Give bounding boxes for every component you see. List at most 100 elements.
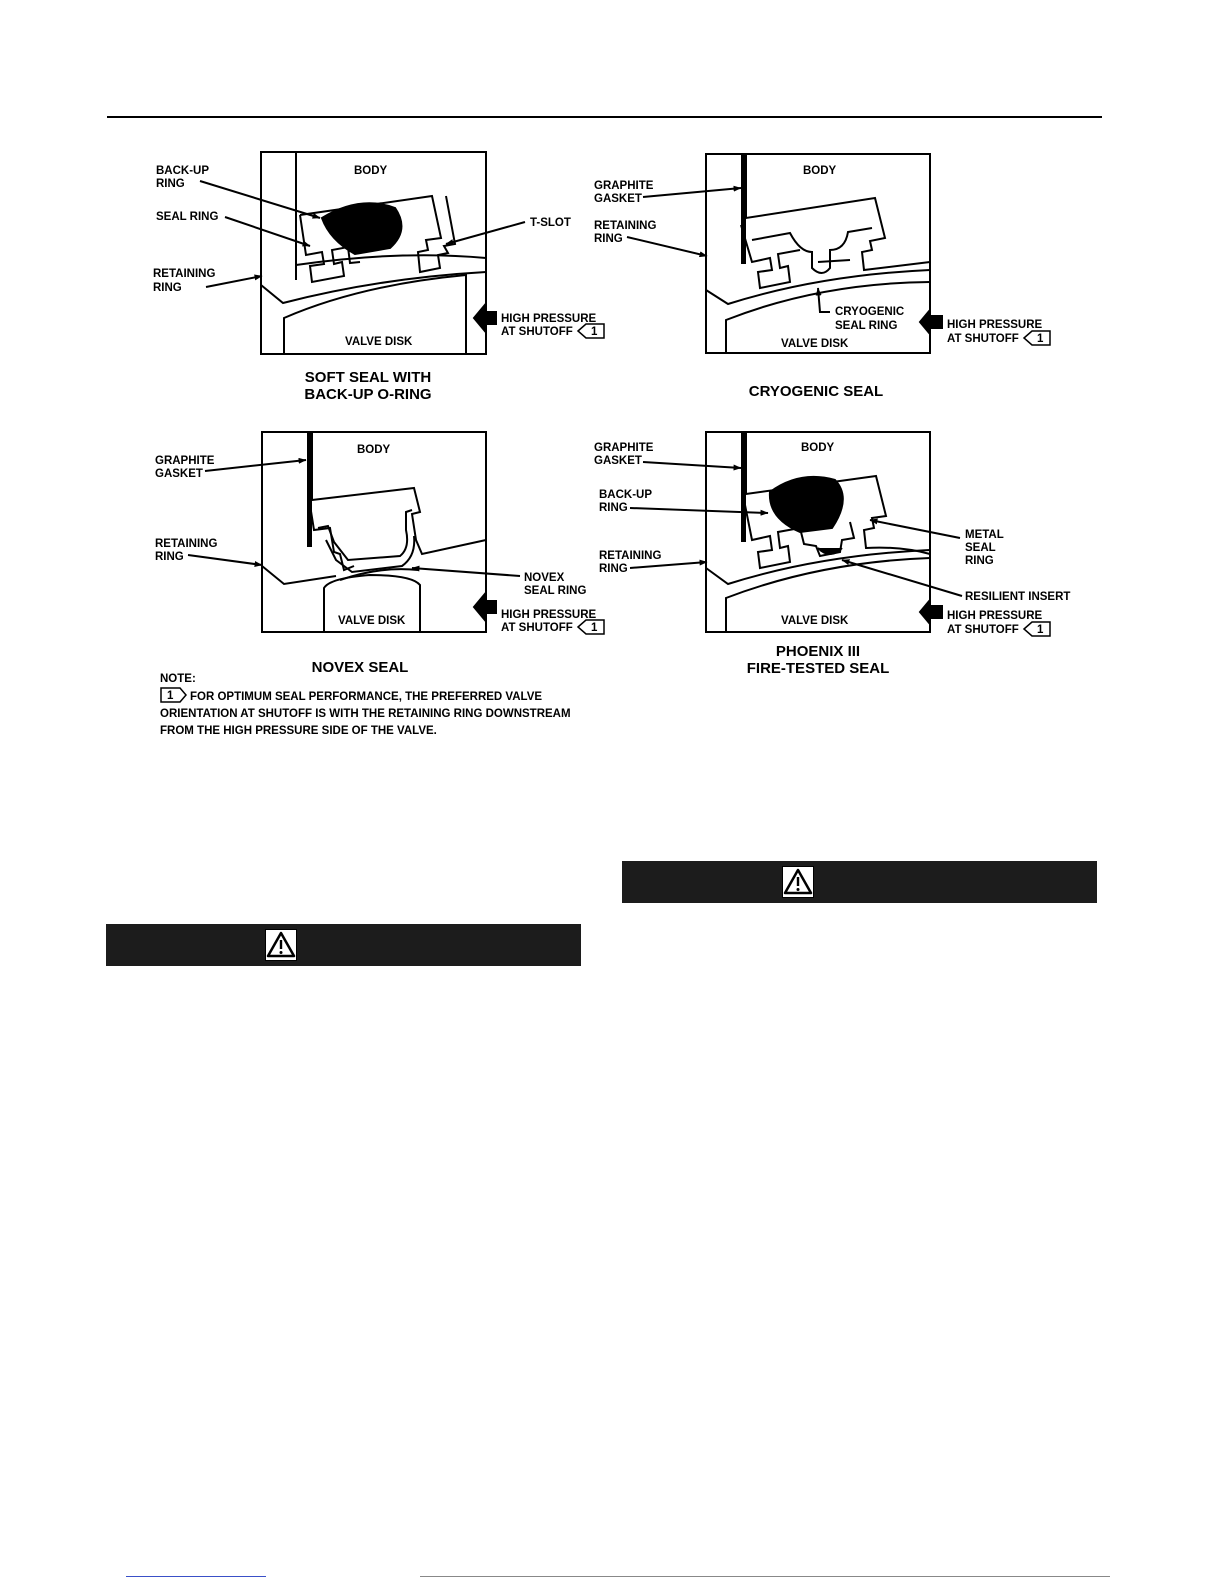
cryo-insert-mark [817,259,851,263]
soft-seal-caption-1: SOFT SEAL WITH [305,369,431,386]
soft-seal-body-lower [295,254,487,266]
phoenix-retaining-ring [705,549,931,586]
cryo-high-pressure-arrow [918,307,943,337]
novex-caption: NOVEX SEAL [312,659,409,676]
phoenix-note-marker [1022,621,1051,637]
cryo-hp-label-1: HIGH PRESSURE [947,319,1043,331]
phoenix-valve-disk-label: VALVE DISK [781,615,849,627]
novex-ring-label-2: SEAL RING [524,585,586,597]
phoenix-backup-label-1: BACK-UP [599,489,652,501]
novex-seal-left [309,504,355,572]
header-rule [107,116,1102,118]
novex-marker-num: 1 [591,622,598,634]
soft-seal-valve-disk [283,273,467,354]
soft-seal-labels: BODY BACK-UP RING SEAL RING T-SLOT RETAI… [153,165,598,403]
cryo-gasket-label-2: GASKET [594,193,642,205]
phoenix-frame [705,431,931,633]
phoenix-seal-labels: BODY GRAPHITE GASKET BACK-UP RING RETAIN… [594,442,1070,677]
phoenix-hp-label-2: AT SHUTOFF [947,624,1019,636]
phoenix-body-label: BODY [801,442,835,454]
note-line-1: FOR OPTIMUM SEAL PERFORMANCE, THE PREFER… [190,691,542,703]
cryo-body-outline [745,154,931,272]
soft-seal-frame [260,151,487,355]
soft-seal-hp-label-2: AT SHUTOFF [501,326,573,338]
phoenix-marker-num: 1 [1037,624,1044,636]
soft-seal-marker-num: 1 [591,326,598,338]
cryo-gasket-label-1: GRAPHITE [594,180,654,192]
phoenix-caption-2: FIRE-TESTED SEAL [747,660,890,677]
phoenix-metal-label-3: RING [965,555,994,567]
phoenix-hp-label-1: HIGH PRESSURE [947,610,1043,622]
cryo-note-marker [1022,330,1051,346]
cryogenic-seal-diagram [626,153,1051,354]
note-heading: NOTE: [160,673,196,685]
phoenix-metal-label-2: SEAL [965,542,996,554]
phoenix-backup-ring [768,475,844,534]
soft-seal-seal-ring-outline [299,194,457,274]
cryo-graphite-gasket [741,154,746,264]
soft-seal-t-slot-label: T-SLOT [530,217,571,229]
novex-valve-disk [323,573,421,632]
novex-seal-lip [339,568,419,581]
novex-frame [261,431,487,633]
cryo-valve-disk-label: VALVE DISK [781,338,849,350]
novex-hp-label-2: AT SHUTOFF [501,622,573,634]
soft-seal-retaining-label-2: RING [153,282,182,294]
novex-retaining-label-1: RETAINING [155,538,217,550]
novex-gasket-label-1: GRAPHITE [155,455,215,467]
soft-seal-valve-disk-label: VALVE DISK [345,336,413,348]
soft-seal-retaining-ring [260,271,487,305]
phoenix-resilient-insert [817,547,843,555]
note-line-2: ORIENTATION AT SHUTOFF IS WITH THE RETAI… [160,708,571,720]
cryo-cryogenic-ring [751,227,873,274]
novex-body-outline [311,432,487,556]
novex-retaining-ring [261,565,337,586]
novex-body-label: BODY [357,444,391,456]
phoenix-retaining-label-1: RETAINING [599,550,661,562]
soft-seal-high-pressure-arrow [472,303,497,333]
soft-seal-diagram [199,151,605,355]
cryo-retaining-label-2: RING [594,233,623,245]
note-marker-num: 1 [167,690,174,702]
footer-rule [420,1576,1110,1577]
phoenix-seal-diagram [629,431,1051,637]
cryo-cryogenic-label-1: CRYOGENIC [835,306,904,318]
warning-triangle-icon [782,866,814,898]
warning-triangle-icon [265,929,297,961]
cryo-retaining-ring [705,269,931,306]
phoenix-metal-label-1: METAL [965,529,1004,541]
soft-seal-backup-label-1: BACK-UP [156,165,209,177]
soft-seal-retaining-label-1: RETAINING [153,268,215,280]
cryo-retaining-label-1: RETAINING [594,220,656,232]
soft-seal-body-label: BODY [354,165,388,177]
phoenix-caption-1: PHOENIX III [776,643,860,660]
footer-link-line [126,1576,266,1577]
novex-high-pressure-arrow [472,592,497,622]
cryo-marker-num: 1 [1037,333,1044,345]
soft-seal-backup-ring [320,202,403,256]
cryogenic-seal-labels: BODY GRAPHITE GASKET RETAINING RING CRYO… [594,165,1044,400]
cryo-seal-outline-left [740,224,801,290]
novex-note-marker [576,619,605,635]
phoenix-insert-label: RESILIENT INSERT [965,591,1070,603]
soft-seal-hp-label-1: HIGH PRESSURE [501,313,597,325]
phoenix-metal-ring-left [743,499,801,570]
novex-seal-ring [317,509,413,562]
novex-graphite-gasket [307,432,312,547]
figure-note: NOTE: 1 FOR OPTIMUM SEAL PERFORMANCE, TH… [160,673,571,737]
phoenix-retaining-label-2: RING [599,563,628,575]
soft-seal-note-marker [576,323,605,339]
novex-seal-labels: BODY GRAPHITE GASKET RETAINING RING NOVE… [155,444,598,676]
phoenix-gasket-label-1: GRAPHITE [594,442,654,454]
phoenix-valve-disk [725,557,931,632]
phoenix-high-pressure-arrow [918,597,943,627]
novex-seal-ring-outer [325,535,416,574]
warning-bar-right [622,861,1097,903]
warning-bar-left [106,924,581,966]
note-marker-box [160,687,187,703]
novex-retaining-label-2: RING [155,551,184,563]
soft-seal-caption-2: BACK-UP O-RING [304,386,431,403]
soft-seal-backup-label-2: RING [156,178,185,190]
novex-ring-label-1: NOVEX [524,572,565,584]
